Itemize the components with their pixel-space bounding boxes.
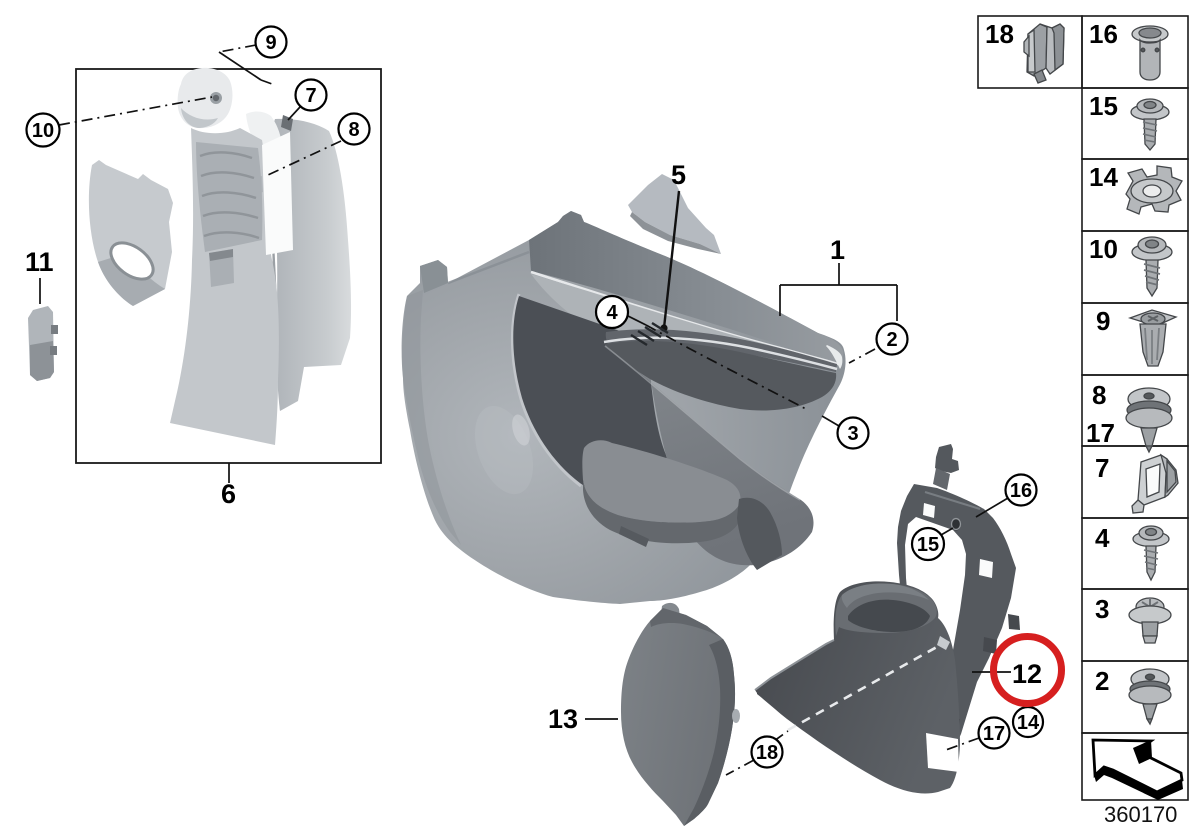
svg-text:10: 10: [32, 120, 54, 142]
svg-text:2: 2: [1095, 666, 1109, 696]
svg-text:2: 2: [886, 329, 897, 351]
svg-text:18: 18: [756, 742, 778, 764]
svg-text:14: 14: [1017, 712, 1040, 734]
svg-text:15: 15: [1089, 91, 1118, 121]
svg-text:17: 17: [983, 723, 1005, 745]
svg-text:7: 7: [305, 85, 316, 107]
svg-text:16: 16: [1089, 19, 1118, 49]
svg-text:7: 7: [1095, 453, 1109, 483]
svg-text:14: 14: [1089, 162, 1118, 192]
svg-text:18: 18: [985, 19, 1014, 49]
svg-text:8: 8: [348, 119, 359, 141]
svg-text:1: 1: [830, 235, 845, 265]
svg-text:17: 17: [1086, 418, 1115, 448]
svg-text:3: 3: [847, 423, 858, 445]
svg-text:11: 11: [25, 247, 54, 277]
svg-text:4: 4: [1095, 523, 1110, 553]
svg-text:5: 5: [671, 160, 686, 190]
svg-text:15: 15: [917, 534, 939, 556]
svg-text:9: 9: [265, 32, 276, 54]
svg-text:8: 8: [1092, 380, 1106, 410]
svg-text:12: 12: [1012, 659, 1042, 689]
svg-text:3: 3: [1095, 594, 1109, 624]
svg-text:9: 9: [1096, 306, 1110, 336]
svg-text:4: 4: [606, 302, 618, 324]
svg-text:10: 10: [1089, 234, 1118, 264]
svg-text:6: 6: [221, 479, 236, 509]
svg-text:360170: 360170: [1104, 802, 1177, 827]
svg-text:16: 16: [1010, 480, 1032, 502]
svg-text:13: 13: [548, 704, 578, 734]
